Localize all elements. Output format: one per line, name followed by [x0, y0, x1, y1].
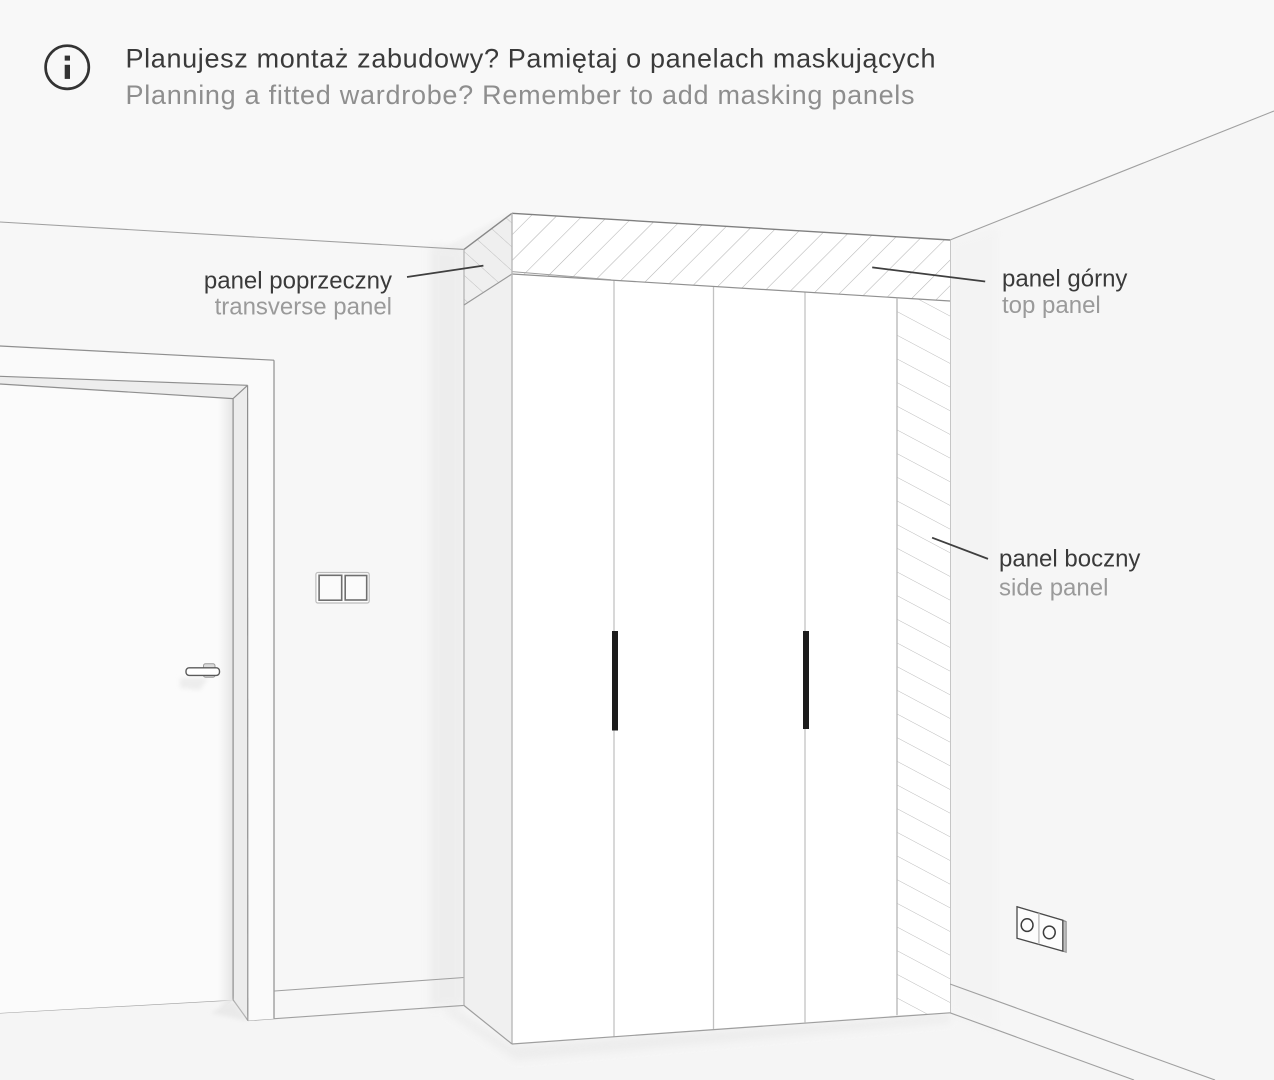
svg-text:Planujesz montaż zabudowy? Pam: Planujesz montaż zabudowy? Pamiętaj o pa…	[126, 44, 937, 74]
svg-text:panel poprzeczny: panel poprzeczny	[204, 267, 392, 294]
svg-text:transverse panel: transverse panel	[215, 293, 392, 320]
svg-text:panel boczny: panel boczny	[999, 546, 1140, 573]
svg-text:panel górny: panel górny	[1002, 266, 1127, 293]
svg-text:top panel: top panel	[1002, 292, 1101, 319]
svg-text:side panel: side panel	[999, 575, 1108, 602]
svg-text:Planning a fitted wardrobe? Re: Planning a fitted wardrobe? Remember to …	[126, 80, 916, 110]
